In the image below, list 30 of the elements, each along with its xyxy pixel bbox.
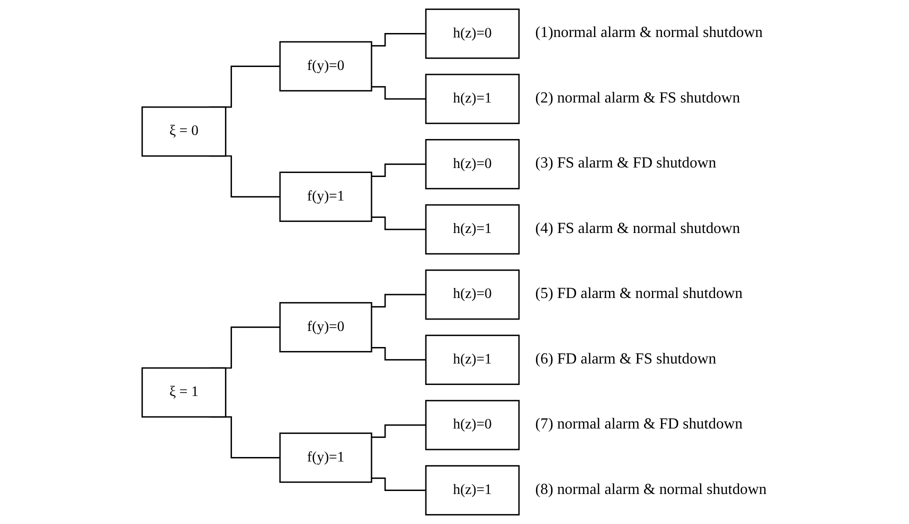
node-box: h(z)=1 xyxy=(425,334,520,385)
node-box: f(y)=0 xyxy=(279,41,372,92)
connector xyxy=(372,33,426,47)
node-box: h(z)=0 xyxy=(425,8,520,59)
node-box: f(y)=0 xyxy=(279,302,372,352)
connector xyxy=(372,477,426,491)
connector xyxy=(372,163,426,177)
node-box: h(z)=1 xyxy=(425,74,520,124)
connector xyxy=(372,216,426,230)
outcome-label: (3) FS alarm & FD shutdown xyxy=(535,154,716,172)
node-box: h(z)=1 xyxy=(425,204,520,255)
outcome-label: (2) normal alarm & FS shutdown xyxy=(535,89,740,106)
node-box: f(y)=1 xyxy=(279,172,372,222)
outcome-label: (6) FD alarm & FS shutdown xyxy=(535,350,716,368)
node-box: h(z)=0 xyxy=(425,139,520,190)
node-box: h(z)=0 xyxy=(425,400,520,450)
outcome-label: (4) FS alarm & normal shutdown xyxy=(535,220,740,237)
connector xyxy=(372,294,426,308)
connector xyxy=(372,424,426,438)
outcome-label: (8) normal alarm & normal shutdown xyxy=(535,480,767,498)
outcome-label: (7) normal alarm & FD shutdown xyxy=(535,416,743,433)
connector xyxy=(372,347,426,361)
node-box: h(z)=1 xyxy=(425,465,520,516)
node-box: ξ = 0 xyxy=(141,106,226,157)
connector xyxy=(372,86,426,100)
node-box: f(y)=1 xyxy=(279,432,372,483)
node-box: ξ = 1 xyxy=(141,367,226,418)
outcome-label: (5) FD alarm & normal shutdown xyxy=(535,285,743,302)
outcome-label: (1)normal alarm & normal shutdown xyxy=(535,24,763,42)
node-box: h(z)=0 xyxy=(425,269,520,320)
